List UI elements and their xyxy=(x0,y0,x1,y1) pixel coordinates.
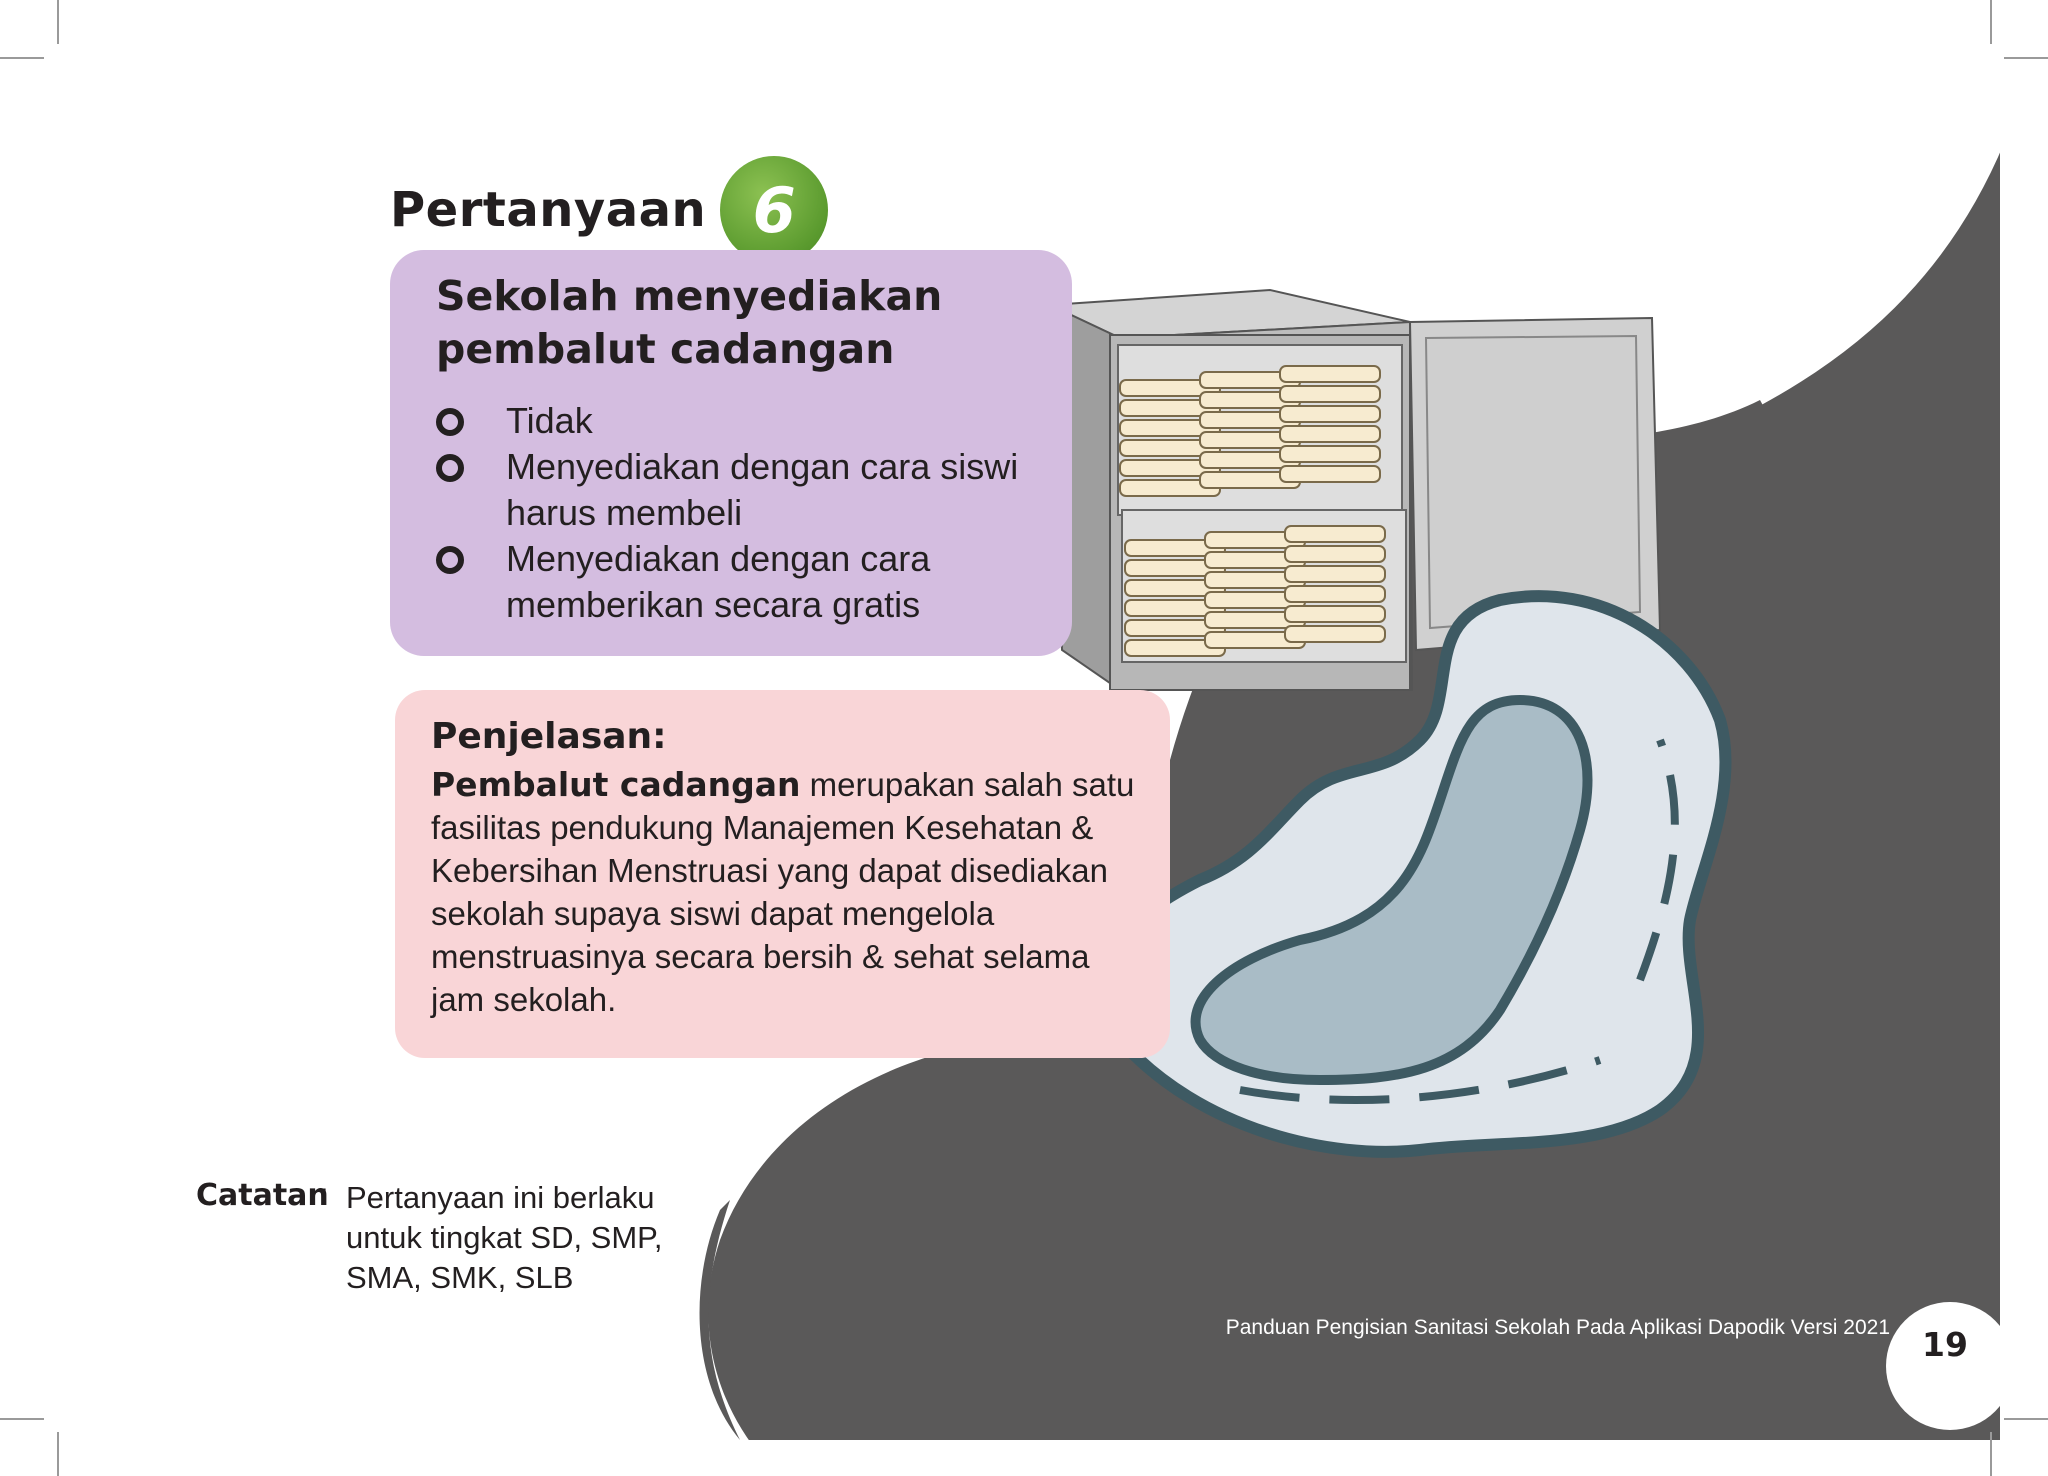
crop-mark xyxy=(2004,1418,2048,1420)
footer-text: Panduan Pengisian Sanitasi Sekolah Pada … xyxy=(1225,1316,1890,1339)
explanation-box: Penjelasan: Pembalut cadangan merupakan … xyxy=(395,690,1170,1058)
crop-mark xyxy=(0,1418,44,1420)
sanitary-pad-illustration xyxy=(1085,590,1732,1158)
left-white-arc xyxy=(699,1200,740,1440)
question-box: Sekolah menyediakan pembalut cadangan Ti… xyxy=(390,250,1072,656)
option-gratis[interactable]: Menyediakan dengan cara memberikan secar… xyxy=(436,536,1052,628)
page-number: 19 xyxy=(1922,1324,1968,1364)
question-title-row: Pertanyaan 6 xyxy=(390,156,829,264)
option-label: Tidak xyxy=(506,400,593,441)
note-colon: : xyxy=(320,1178,329,1211)
crop-mark xyxy=(1990,1432,1992,1476)
cabinet-illustration xyxy=(1046,288,1662,692)
crop-mark xyxy=(57,1432,59,1476)
explanation-body: merupakan salah satu fasilitas pendukung… xyxy=(431,766,1135,1018)
option-membeli[interactable]: Menyediakan dengan cara siswi harus memb… xyxy=(436,444,1052,536)
crop-mark xyxy=(2004,57,2048,59)
crop-mark xyxy=(0,57,44,59)
crop-mark xyxy=(57,0,59,44)
question-heading: Sekolah menyediakan pembalut cadangan xyxy=(436,272,943,373)
radio-icon[interactable] xyxy=(436,546,464,574)
option-label: Menyediakan dengan cara memberikan secar… xyxy=(506,538,931,625)
option-label: Menyediakan dengan cara siswi harus memb… xyxy=(506,446,1019,533)
explanation-heading: Penjelasan: xyxy=(431,716,667,757)
radio-icon[interactable] xyxy=(436,408,464,436)
white-swoosh-line xyxy=(1757,138,2005,405)
option-tidak[interactable]: Tidak xyxy=(436,398,1052,444)
explanation-text: Pembalut cadangan merupakan salah satu f… xyxy=(431,763,1151,1021)
question-number-badge: 6 xyxy=(720,156,829,264)
crop-mark xyxy=(1990,0,1992,44)
note-label: Catatan xyxy=(196,1178,329,1213)
radio-icon[interactable] xyxy=(436,454,464,482)
note-text: Pertanyaan ini berlaku untuk tingkat SD,… xyxy=(346,1180,663,1295)
explanation-bold-lead: Pembalut cadangan xyxy=(431,765,801,804)
page-number-circle: 19 xyxy=(1886,1302,2014,1430)
question-title: Pertanyaan xyxy=(390,182,707,238)
note: Catatan : Pertanyaan ini berlaku untuk t… xyxy=(196,1178,666,1298)
